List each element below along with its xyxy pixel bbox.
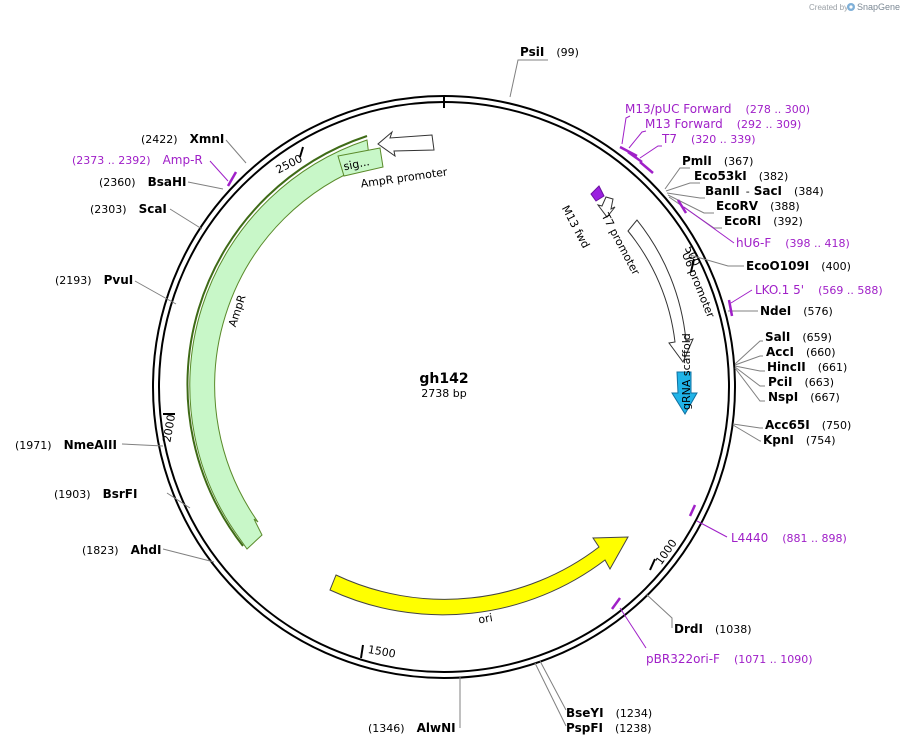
enzyme-acc65i[interactable]: Acc65I(750) [765, 418, 851, 432]
credit-brand: SnapGene [857, 2, 900, 12]
plasmid-length: 2738 bp [421, 387, 466, 400]
primer-t7[interactable]: T7(320 .. 339) [661, 132, 756, 146]
plasmid-name: gh142 [419, 371, 468, 387]
enzyme-banii-saci[interactable]: BanII-SacI(384) [705, 184, 824, 198]
t7-promoter-label: T7 promoter [598, 210, 642, 278]
enzyme-hincii[interactable]: HincII(661) [767, 360, 847, 374]
primer-pbr322ori-f[interactable]: pBR322ori-F(1071 .. 1090) [646, 652, 813, 666]
enzyme-pvui[interactable]: (2193)PvuI [55, 273, 133, 287]
svg-text:2000: 2000 [160, 414, 178, 444]
ampr-signal-band [186, 135, 368, 547]
enzyme-acci[interactable]: AccI(660) [766, 345, 836, 359]
primer-marks [226, 145, 734, 610]
primer-m13-forward[interactable]: M13 Forward(292 .. 309) [645, 117, 801, 131]
enzyme-bsahi[interactable]: (2360)BsaHI [99, 175, 186, 189]
enzyme-kpni[interactable]: KpnI(754) [763, 433, 836, 447]
enzyme-drdi[interactable]: DrdI(1038) [674, 622, 752, 636]
enzyme-nspi[interactable]: NspI(667) [768, 390, 840, 404]
enzyme-pmli[interactable]: PmlI(367) [682, 154, 753, 168]
tick-2000: 2000 [160, 413, 178, 444]
enzyme-pspfi[interactable]: PspFI(1238) [566, 721, 652, 735]
svg-text:1500: 1500 [367, 643, 397, 661]
enzyme-ndei[interactable]: NdeI(576) [760, 304, 833, 318]
primer-lko1-5[interactable]: LKO.1 5'(569 .. 588) [755, 283, 883, 297]
enzyme-psii[interactable]: PsiI(99) [520, 45, 579, 59]
enzyme-eco53ki[interactable]: Eco53kI(382) [694, 169, 788, 183]
primer-l4440[interactable]: L4440(881 .. 898) [731, 531, 847, 545]
sig-feature[interactable] [337, 147, 384, 177]
snapgene-logo-icon [847, 3, 855, 11]
u6-promoter-feature[interactable] [627, 219, 694, 363]
enzyme-ahdi[interactable]: (1823)AhdI [82, 543, 161, 557]
primer-amp-r[interactable]: (2373 .. 2392)Amp-R [72, 153, 203, 167]
primer-m13-puc-forward[interactable]: M13/pUC Forward(278 .. 300) [625, 102, 810, 116]
enzyme-alwni[interactable]: (1346)AlwNI [368, 721, 456, 735]
enzyme-scai[interactable]: (2303)ScaI [90, 202, 167, 216]
primer-connectors [209, 115, 753, 649]
enzyme-bseyi[interactable]: BseYI(1234) [566, 706, 652, 720]
m13-fwd-label: M13 fwd [559, 203, 592, 250]
grna-scaffold-label: gRNA scaffold [680, 333, 693, 410]
ampr-feature[interactable] [189, 139, 371, 550]
tick-1500: 1500 [360, 643, 397, 661]
enzyme-ecoo109i[interactable]: EcoO109I(400) [746, 259, 851, 273]
enzyme-nmeaiii[interactable]: (1971)NmeAIII [15, 438, 117, 452]
t7-promoter-feature[interactable] [596, 196, 616, 218]
enzyme-sali[interactable]: SalI(659) [765, 330, 832, 344]
m13-fwd-feature[interactable] [590, 185, 605, 202]
tick-2500: 2500 [274, 146, 305, 176]
ori-feature[interactable] [329, 536, 629, 616]
enzyme-pcii[interactable]: PciI(663) [768, 375, 834, 389]
enzyme-xmni[interactable]: (2422)XmnI [141, 132, 224, 146]
ampr-promoter-feature[interactable] [377, 130, 435, 158]
credit-prefix: Created by [809, 3, 848, 12]
grna-scaffold-feature[interactable] [671, 371, 698, 415]
enzyme-ecori[interactable]: EcoRI(392) [724, 214, 803, 228]
enzyme-ecorv[interactable]: EcoRV(388) [716, 199, 800, 213]
ori-label: ori [477, 611, 493, 626]
enzyme-bsrfi[interactable]: (1903)BsrFI [54, 487, 137, 501]
sig-label: sig... [342, 155, 370, 173]
primer-hu6-f[interactable]: hU6-F(398 .. 418) [736, 236, 850, 250]
